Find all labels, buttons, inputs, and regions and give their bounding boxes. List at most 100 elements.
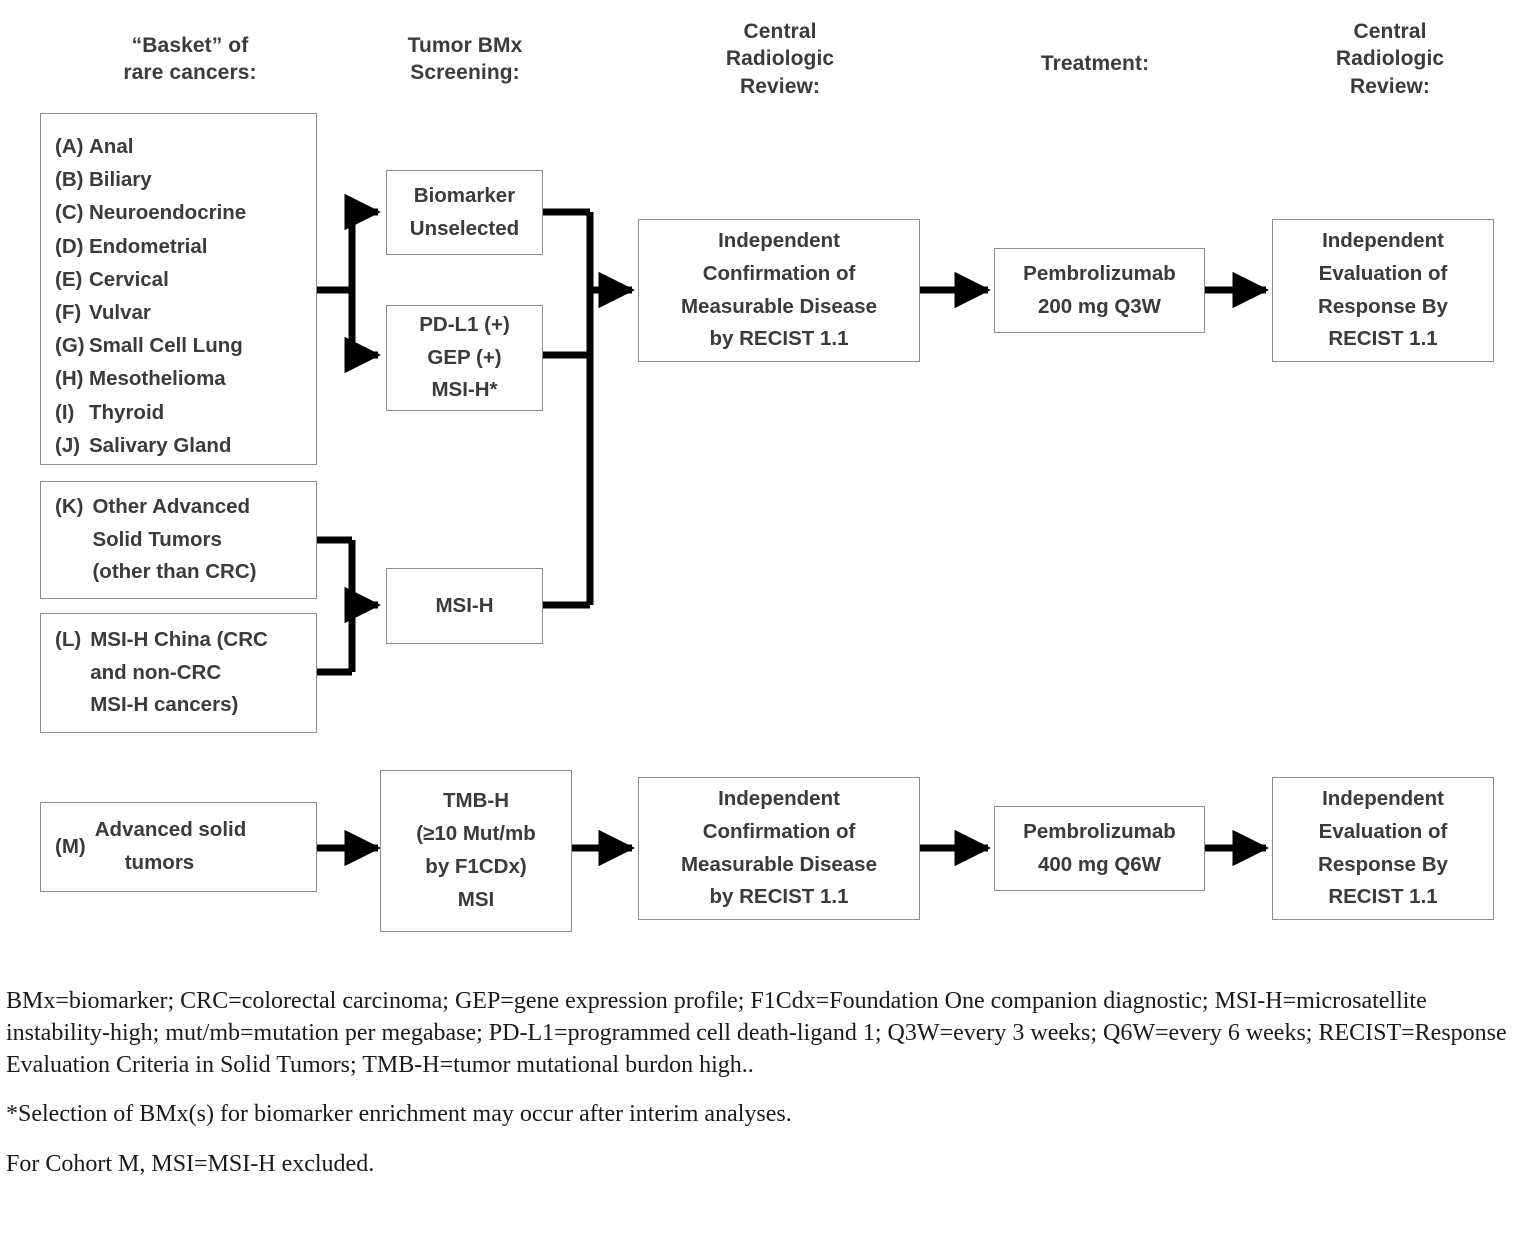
cohort-item-a: (A) Anal (41, 130, 316, 163)
box-line: Evaluation of (1318, 819, 1448, 843)
header-line: rare cancers: (123, 61, 257, 85)
cohort-key: (J) (55, 433, 81, 457)
cohort-key: (C) (55, 201, 84, 225)
cohort-label: Endometrial (89, 234, 208, 258)
cohort-l-text: MSI-H China (CRC and non-CRC MSI-H cance… (90, 624, 310, 722)
box-line: Independent (1322, 228, 1444, 252)
box-line: MSI-H (435, 593, 494, 617)
box-line: 400 mg Q6W (1037, 852, 1162, 876)
cohort-key: (H) (55, 367, 84, 391)
cohort-list-box: (A) Anal (B) Biliary (C) Neuroendocrine … (40, 113, 317, 465)
cohort-l-box: (L) MSI-H China (CRC and non-CRC MSI-H c… (40, 613, 317, 733)
cohort-item-d: (D) Endometrial (41, 230, 316, 263)
cohort-key: (I) (55, 400, 75, 424)
cohort-item-c: (C) Neuroendocrine (41, 196, 316, 229)
evaluation-box-top: Independent Evaluation of Response By RE… (1272, 219, 1494, 362)
box-line: Independent (718, 228, 840, 252)
treatment-box-q3w: Pembrolizumab 200 mg Q3W (994, 248, 1205, 333)
box-line: by F1CDx) (425, 855, 527, 878)
header-line: Radiologic (725, 47, 835, 71)
box-line: Evaluation of (1318, 261, 1448, 285)
box-line: Independent (1322, 786, 1444, 810)
box-line: Biomarker (413, 183, 516, 207)
box-line: Measurable Disease (680, 294, 877, 318)
box-line: Pembrolizumab (1023, 819, 1176, 843)
cohort-key: (D) (55, 234, 84, 258)
box-line: MSI-H cancers) (90, 693, 239, 717)
cohort-item-g: (G) Small Cell Lung (41, 329, 316, 362)
box-line: GEP (+) (427, 345, 502, 369)
header-line: Review: (739, 74, 821, 98)
cohort-key: (G) (55, 334, 85, 358)
header-line: Central (743, 20, 817, 43)
cohort-item-h: (H) Mesothelioma (41, 362, 316, 395)
box-line: (≥10 Mut/mb (416, 822, 536, 846)
biomarker-unselected-box: Biomarker Unselected (386, 170, 543, 255)
box-line: Confirmation of (702, 261, 856, 285)
box-line: MSI-H China (CRC (90, 627, 268, 651)
cohort-label: Mesothelioma (89, 367, 226, 391)
box-line: Independent (718, 786, 840, 810)
cohort-label: Salivary Gland (89, 433, 232, 457)
cohort-label: Anal (89, 135, 134, 158)
tmb-h-box: TMB-H (≥10 Mut/mb by F1CDx) MSI (380, 770, 572, 932)
msi-h-box: MSI-H (386, 568, 543, 644)
column-header-treatment: Treatment: (980, 50, 1210, 77)
header-line: Review: (1349, 74, 1431, 98)
box-line: Pembrolizumab (1023, 261, 1176, 285)
header-line: Screening: (410, 61, 520, 85)
flow-diagram: “Basket” of rare cancers: Tumor BMx Scre… (40, 18, 1510, 932)
footnotes: BMx=biomarker; CRC=colorectal carcinoma;… (6, 985, 1522, 1180)
cohort-label: Neuroendocrine (89, 201, 247, 225)
box-line: Advanced solid (94, 818, 247, 842)
column-header-central-review-2: Central Radiologic Review: (1270, 18, 1510, 100)
cohort-item-j: (J) Salivary Gland (41, 429, 316, 462)
header-line: Treatment: (1040, 52, 1150, 75)
box-line: Other Advanced (92, 494, 251, 518)
cohort-item-i: (I) Thyroid (41, 396, 316, 429)
cohort-label: Thyroid (89, 400, 165, 424)
box-line: Unselected (409, 216, 520, 240)
box-line: tumors (124, 851, 195, 874)
cohort-key: (E) (55, 267, 83, 291)
cohort-key: (K) (55, 494, 84, 518)
cohort-label: Cervical (89, 267, 169, 291)
box-line: by RECIST 1.1 (709, 885, 849, 909)
box-line: by RECIST 1.1 (709, 327, 849, 351)
box-line: PD-L1 (+) (419, 312, 510, 336)
header-line: Central (1353, 20, 1427, 43)
column-header-basket: “Basket” of rare cancers: (60, 32, 320, 87)
treatment-box-q6w: Pembrolizumab 400 mg Q6W (994, 806, 1205, 891)
box-line: Response By (1318, 294, 1448, 318)
column-header-screening: Tumor BMx Screening: (350, 32, 580, 87)
box-line: (other than CRC) (92, 560, 257, 584)
box-line: RECIST 1.1 (1328, 885, 1438, 909)
footnote-asterisk: *Selection of BMx(s) for biomarker enric… (6, 1101, 792, 1128)
cohort-key: (L) (55, 627, 82, 651)
cohort-item-f: (F) Vulvar (41, 296, 316, 329)
cohort-item-e: (E) Cervical (41, 263, 316, 296)
cohort-m-text: Advanced solid tumors (95, 814, 306, 880)
box-line: TMB-H (442, 789, 510, 813)
box-line: MSI-H* (431, 378, 498, 402)
footnote-abbreviations: BMx=biomarker; CRC=colorectal carcinoma;… (6, 988, 1507, 1079)
header-line: “Basket” of (131, 34, 249, 57)
column-header-central-review-1: Central Radiologic Review: (660, 18, 900, 100)
cohort-key: (F) (55, 301, 82, 325)
cohort-key: (M) (55, 834, 86, 858)
cohort-key: (B) (55, 168, 84, 192)
box-line: 200 mg Q3W (1037, 294, 1162, 318)
cohort-label: Vulvar (89, 301, 151, 325)
box-line: MSI (457, 887, 495, 911)
cohort-k-box: (K) Other Advanced Solid Tumors (other t… (40, 481, 317, 599)
biomarker-selected-box: PD-L1 (+) GEP (+) MSI-H* (386, 305, 543, 411)
box-line: Solid Tumors (92, 527, 222, 551)
cohort-item-b: (B) Biliary (41, 163, 316, 196)
box-line: Response By (1318, 852, 1448, 876)
header-line: Radiologic (1335, 47, 1445, 71)
box-line: Measurable Disease (680, 852, 877, 876)
box-line: RECIST 1.1 (1328, 327, 1438, 351)
box-line: Confirmation of (702, 819, 856, 843)
footnote-cohort-m: For Cohort M, MSI=MSI-H excluded. (6, 1150, 375, 1177)
